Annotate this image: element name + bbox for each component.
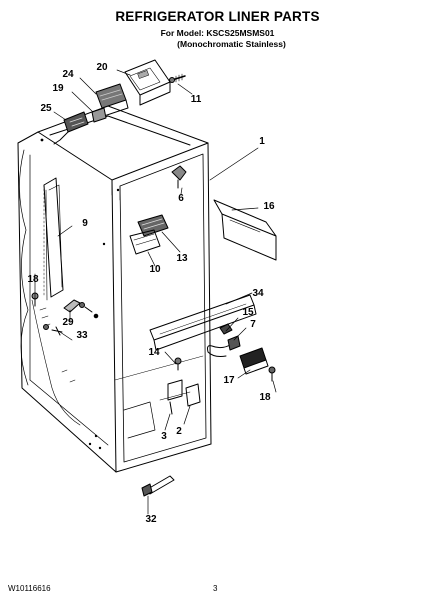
variant-line: (Monochromatic Stainless) — [177, 39, 286, 49]
callout-25: 25 — [40, 103, 52, 114]
callout-29: 29 — [62, 317, 74, 328]
callout-15: 15 — [242, 307, 254, 318]
shelf-rail — [43, 177, 64, 301]
vent-13 — [137, 214, 169, 237]
switch-17 — [239, 347, 269, 375]
harness-25 — [53, 111, 89, 145]
liner-shell — [17, 105, 212, 473]
screw-11 — [169, 73, 186, 83]
callout-7: 7 — [250, 319, 256, 330]
callout-18-left: 18 — [27, 274, 39, 285]
callout-20: 20 — [96, 62, 108, 73]
callout-6: 6 — [178, 193, 184, 204]
light-socket-19 — [91, 107, 107, 123]
callout-16: 16 — [263, 201, 275, 212]
bolt-32 — [141, 475, 175, 497]
callout-19: 19 — [52, 83, 64, 94]
callout-18-right: 18 — [259, 392, 271, 403]
part-15 — [219, 323, 233, 335]
part-6-clip — [171, 165, 187, 189]
part-14 — [174, 357, 182, 371]
bracket-29-33 — [43, 299, 99, 336]
callout-2: 2 — [176, 426, 182, 437]
callout-10: 10 — [149, 264, 161, 275]
callout-13: 13 — [176, 253, 188, 264]
callout-9: 9 — [82, 218, 88, 229]
page-number: 3 — [213, 584, 218, 593]
callout-17: 17 — [223, 375, 235, 386]
callout-32: 32 — [145, 514, 157, 525]
document-number: W10116616 — [8, 584, 51, 593]
callout-14: 14 — [148, 347, 160, 358]
part-7-harness — [207, 335, 241, 357]
callout-24: 24 — [62, 69, 74, 80]
model-line: For Model: KSCS25MSMS01 — [160, 28, 275, 38]
callout-34: 34 — [252, 288, 264, 299]
screw-18-right — [268, 366, 276, 382]
control-housing-20 — [124, 59, 171, 106]
callout-33: 33 — [76, 330, 88, 341]
rail-34 — [149, 294, 257, 351]
callout-3: 3 — [161, 431, 167, 442]
vent-10 — [129, 229, 161, 255]
floor-brackets — [167, 379, 201, 415]
bracket-16 — [213, 199, 277, 261]
callout-1: 1 — [259, 136, 265, 147]
callout-11: 11 — [190, 94, 202, 105]
leader-lines — [34, 69, 277, 515]
page-title: REFRIGERATOR LINER PARTS — [115, 9, 320, 24]
